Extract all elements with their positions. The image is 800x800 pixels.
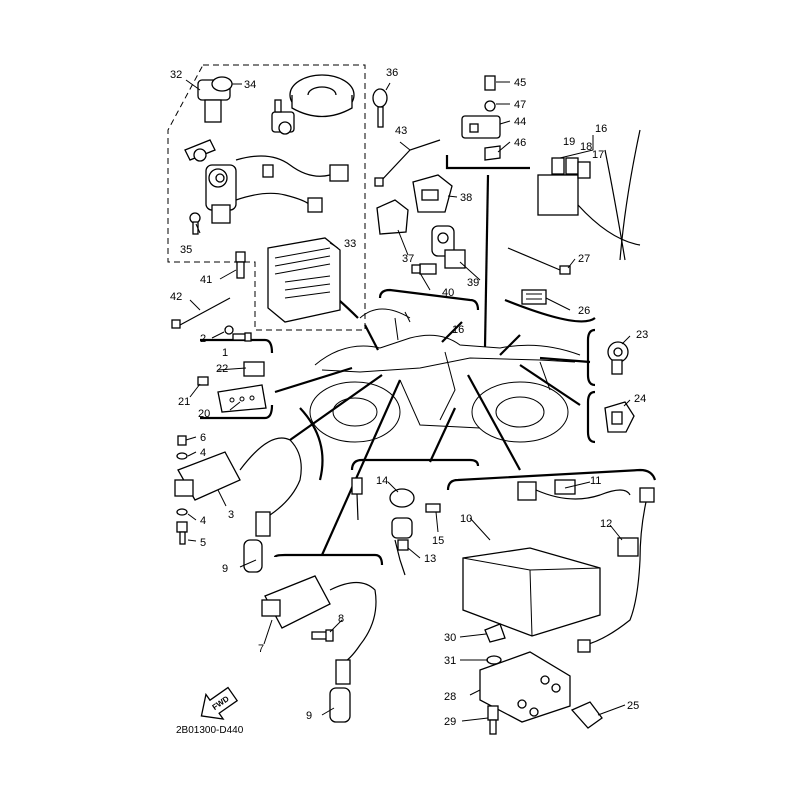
- forward-arrow-icon: FWD: [200, 686, 239, 720]
- callout-19: 19: [563, 136, 575, 148]
- callout-7: 7: [258, 643, 264, 655]
- cable-tie-27-part: [507, 247, 571, 275]
- diagram-code: 2B01300-D440: [176, 725, 244, 736]
- callout-28: 28: [444, 691, 456, 703]
- sensor-24-part: [604, 401, 635, 433]
- callout-46: 46: [514, 137, 526, 149]
- callout-24: 24: [634, 393, 646, 405]
- callout-20: 20: [198, 408, 210, 420]
- bolt-41-part: [235, 251, 246, 279]
- ecu-part: [267, 237, 341, 323]
- callout-18: 18: [580, 141, 592, 153]
- callout-26: 26: [578, 305, 590, 317]
- seat-lock-part: [271, 99, 295, 135]
- callout-45: 45: [514, 77, 526, 89]
- callout-15: 15: [432, 535, 444, 547]
- sensor-37-part: [376, 199, 409, 235]
- key-set-group-box: [167, 64, 366, 331]
- callout-32: 32: [170, 69, 182, 81]
- battery-10-part: [462, 479, 655, 653]
- callout-30: 30: [444, 632, 456, 644]
- group-brackets: [200, 155, 657, 566]
- callout-23: 23: [636, 329, 648, 341]
- callout-labels: 32 34 35 36 43 45 47 44 46 16 19 18 17 3…: [170, 67, 648, 728]
- callout-21: 21: [178, 396, 190, 408]
- fuse-box-16-part: [537, 129, 641, 261]
- callout-13: 13: [424, 553, 436, 565]
- callout-10: 10: [460, 513, 472, 525]
- callout-leaders: [185, 79, 631, 722]
- callout-22: 22: [216, 363, 228, 375]
- callout-11: 11: [590, 475, 601, 487]
- sensor-14-part: [351, 477, 441, 576]
- callout-4-bottom: 4: [200, 515, 206, 527]
- coupler-26-part: [521, 289, 547, 305]
- bolt-washer-1-2-part: [224, 325, 252, 342]
- callout-38: 38: [460, 192, 472, 204]
- relay-part: [461, 75, 501, 161]
- callout-34: 34: [244, 79, 256, 91]
- callout-44: 44: [514, 116, 526, 128]
- callout-9-bottom: 9: [306, 710, 312, 722]
- bracket-39-part: [411, 225, 466, 275]
- callout-16-top: 16: [595, 123, 607, 135]
- ignition-coil-7-part: [261, 575, 377, 723]
- rectifier-28-part: [479, 623, 571, 735]
- cable-tie-42-part: [171, 297, 231, 329]
- callout-14: 14: [376, 475, 388, 487]
- callout-31: 31: [444, 655, 456, 667]
- callout-27: 27: [578, 253, 590, 265]
- key-part: [372, 88, 388, 128]
- callout-16-mid: 16: [452, 324, 464, 336]
- callout-17: 17: [592, 149, 604, 161]
- callout-43: 43: [395, 125, 407, 137]
- callout-2: 2: [200, 333, 206, 345]
- callout-37: 37: [402, 253, 414, 265]
- callout-40: 40: [442, 287, 454, 299]
- callout-33: 33: [344, 238, 356, 250]
- callout-36: 36: [386, 67, 398, 79]
- callout-12: 12: [600, 518, 612, 530]
- callout-6: 6: [200, 432, 206, 444]
- callout-47: 47: [514, 99, 526, 111]
- callout-39: 39: [467, 277, 479, 289]
- callout-41: 41: [200, 274, 212, 286]
- callout-29: 29: [444, 716, 456, 728]
- callout-1: 1: [222, 347, 228, 359]
- sensor-38-part: [412, 174, 453, 213]
- callout-42: 42: [170, 291, 182, 303]
- ignition-coil-3-part: [174, 435, 302, 573]
- clamp-25-part: [570, 701, 603, 729]
- atv-silhouette: [309, 308, 581, 443]
- callout-8: 8: [338, 613, 344, 625]
- callout-4-top: 4: [200, 447, 206, 459]
- callout-25: 25: [627, 700, 639, 712]
- bracket-20-part: [197, 361, 267, 413]
- callout-3: 3: [228, 509, 234, 521]
- main-switch-part: [184, 76, 349, 235]
- fuel-cap-lock-part: [289, 74, 355, 118]
- callout-35: 35: [180, 244, 192, 256]
- callout-9-top: 9: [222, 563, 228, 575]
- callout-5: 5: [200, 537, 206, 549]
- sensor-23-part: [607, 341, 629, 375]
